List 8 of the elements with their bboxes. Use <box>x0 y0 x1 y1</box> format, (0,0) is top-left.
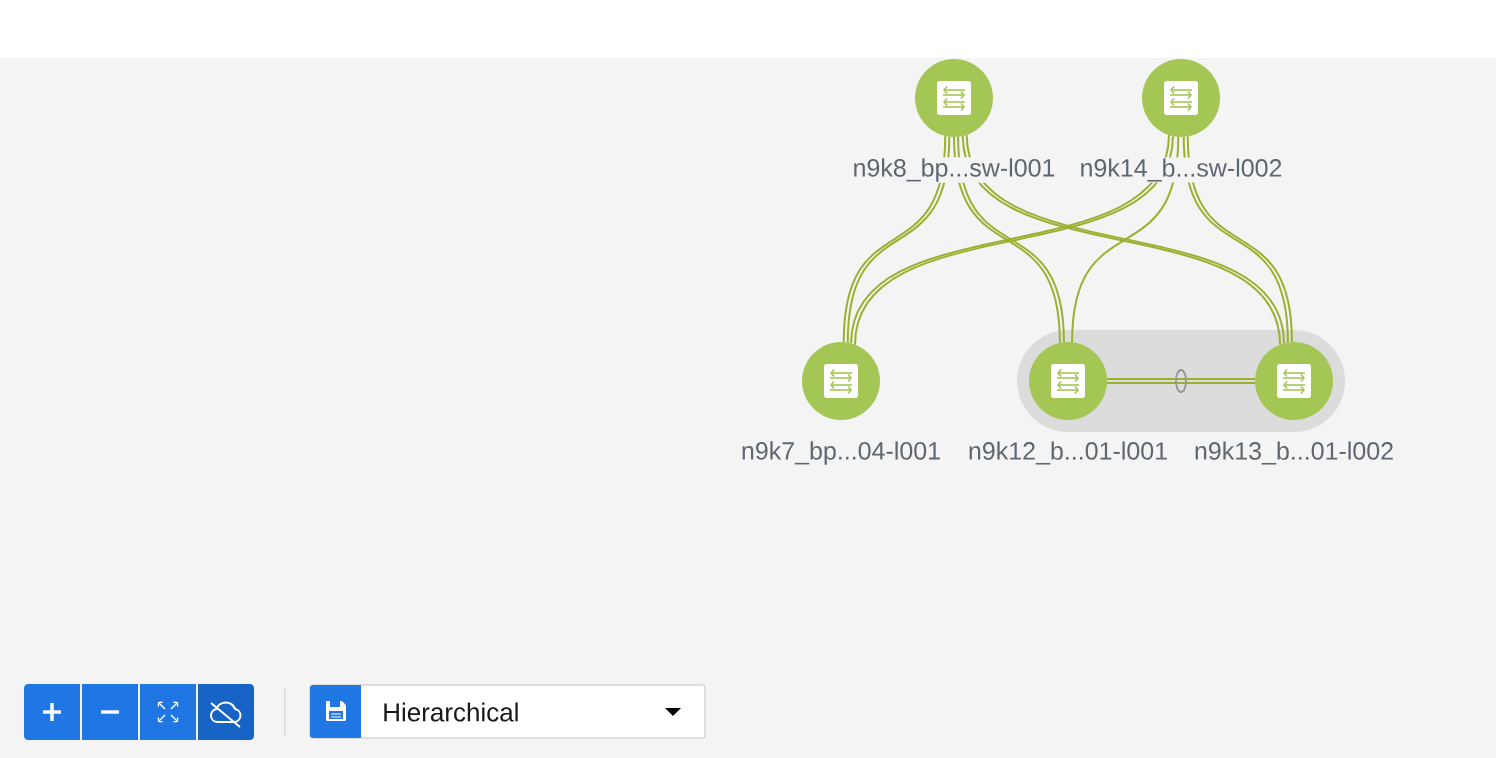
connection-line <box>1105 377 1257 380</box>
connection-line <box>1105 382 1257 385</box>
node-label: n9k13_b...01-l002 <box>1192 440 1396 466</box>
node-label: n9k12_b...01-l001 <box>966 440 1170 466</box>
node-label: n9k8_bp...sw-l001 <box>851 157 1057 183</box>
node-label: n9k14_b...sw-l002 <box>1078 157 1284 183</box>
connection-line <box>1071 135 1180 344</box>
node-label: n9k7_bp...04-l001 <box>739 440 943 466</box>
